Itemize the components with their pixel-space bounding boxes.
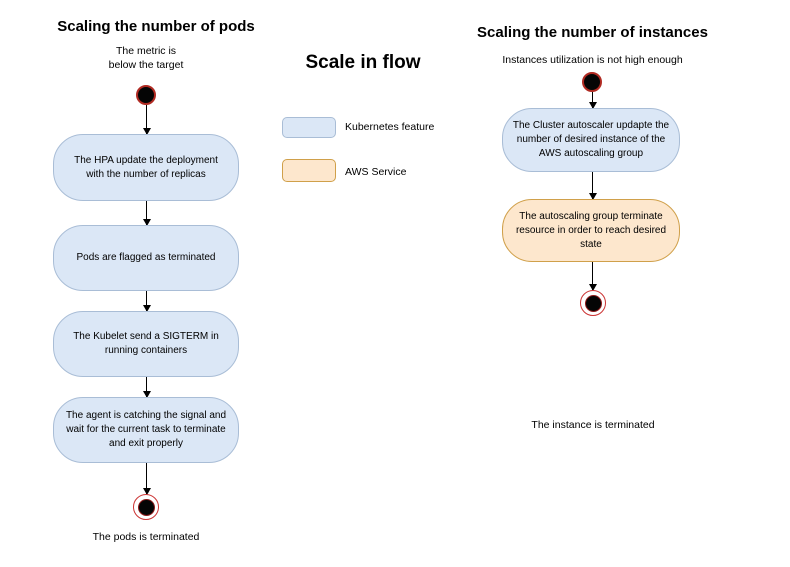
flow-step-hpa-update: The HPA update the deployment with the n… xyxy=(53,134,239,201)
right-start-label: Instances utilization is not high enough xyxy=(502,54,683,66)
flow-step-kubelet-sigterm: The Kubelet send a SIGTERM in running co… xyxy=(53,311,239,377)
flow-arrow xyxy=(588,172,597,200)
end-node-core xyxy=(584,294,602,312)
flow-arrow xyxy=(142,201,151,226)
right-flow-title: Scaling the number of instances xyxy=(477,24,708,41)
left-flow-title: Scaling the number of pods xyxy=(57,18,255,35)
flow-step-agent-catching: The agent is catching the signal and wai… xyxy=(53,397,239,463)
legend-swatch-aws xyxy=(282,159,336,182)
flow-arrow xyxy=(142,463,151,495)
end-node xyxy=(133,494,159,520)
end-node-core xyxy=(137,498,155,516)
legend-title: Scale in flow xyxy=(305,52,421,73)
legend-label-aws: AWS Service xyxy=(345,166,407,178)
right-end-label: The instance is terminated xyxy=(531,419,655,431)
left-end-label: The pods is terminated xyxy=(92,531,200,543)
start-node xyxy=(136,85,156,105)
flow-step-pods-flagged: Pods are flagged as terminated xyxy=(53,225,239,291)
flow-arrow xyxy=(142,377,151,398)
flow-arrow xyxy=(588,262,597,291)
flow-arrow xyxy=(142,105,151,135)
flow-step-cluster-autoscaler: The Cluster autoscaler updapte the numbe… xyxy=(502,108,680,172)
flow-arrow xyxy=(588,92,597,109)
flow-step-autoscaling-group: The autoscaling group terminate resource… xyxy=(502,199,680,262)
start-node xyxy=(582,72,602,92)
end-node xyxy=(580,290,606,316)
legend-label-kubernetes: Kubernetes feature xyxy=(345,121,435,133)
flow-arrow xyxy=(142,291,151,312)
legend-swatch-kubernetes xyxy=(282,117,336,138)
left-start-label: The metric is below the target xyxy=(108,45,184,72)
